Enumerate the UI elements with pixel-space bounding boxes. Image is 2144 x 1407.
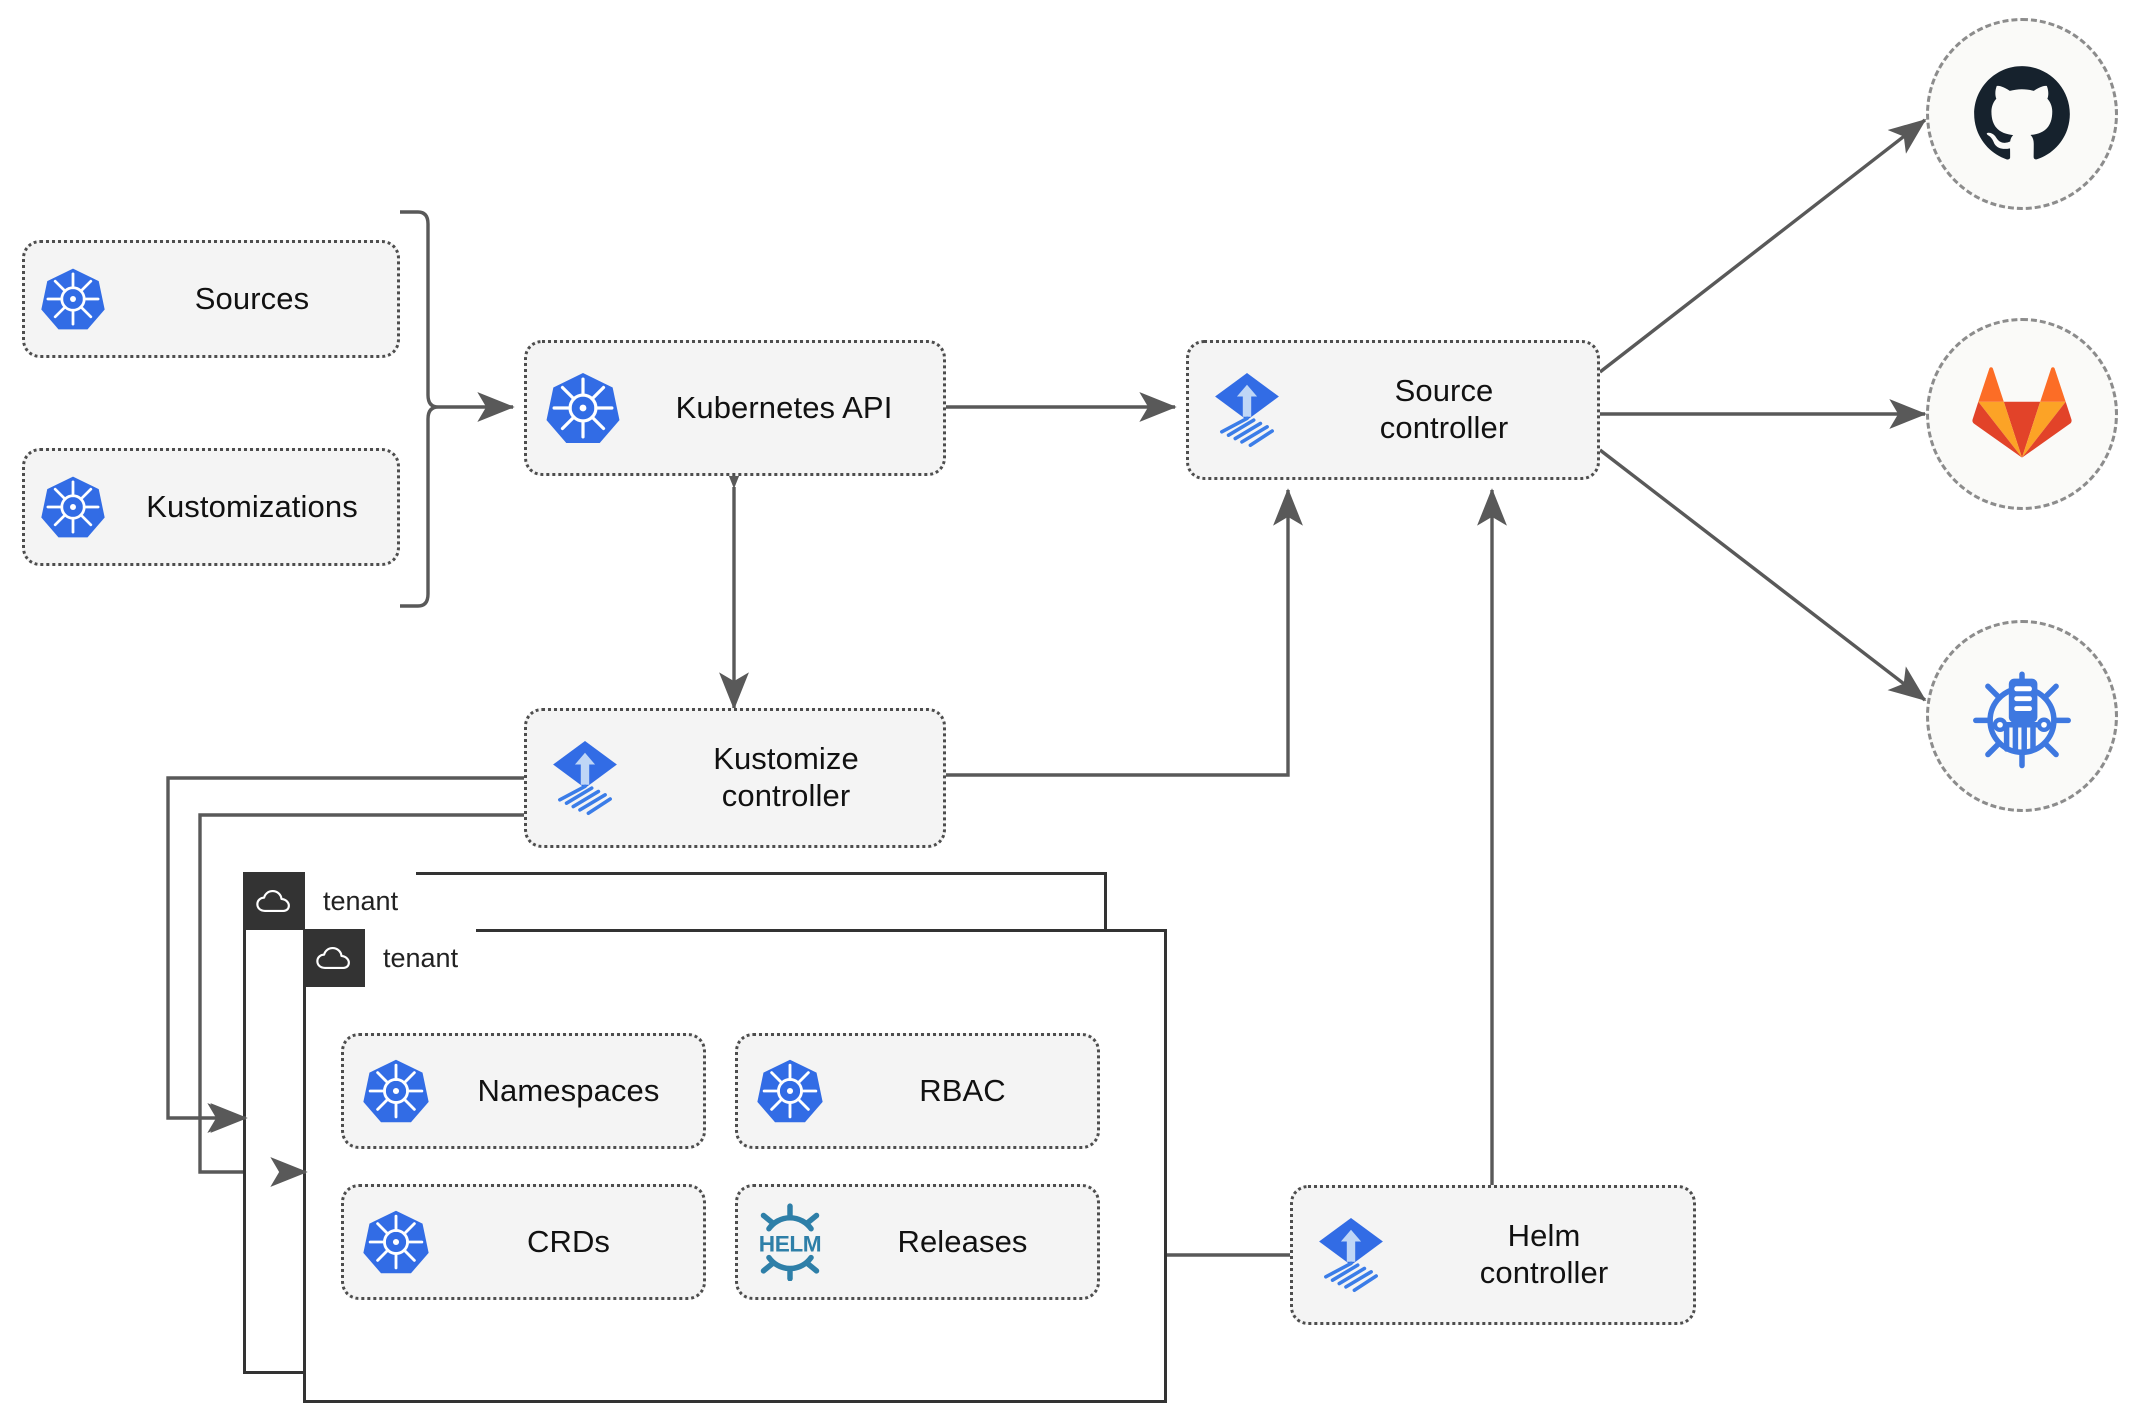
- gitlab-icon: [1972, 367, 2072, 458]
- external-gitlab[interactable]: [1926, 318, 2118, 510]
- node-label-line2: controller: [1379, 410, 1509, 445]
- kubernetes-icon: [738, 1057, 842, 1125]
- wire-sourcectrl-github: [1598, 118, 1927, 374]
- node-helm-controller[interactable]: Helm controller: [1290, 1185, 1696, 1325]
- node-label-line2: controller: [1479, 1255, 1609, 1290]
- tenant-name: tenant: [323, 885, 399, 916]
- node-label-line1: Source: [1394, 373, 1494, 409]
- node-label-line1: Helm: [1507, 1218, 1581, 1254]
- kubernetes-icon: [25, 266, 121, 332]
- node-label: Releases: [897, 1223, 1028, 1259]
- node-crds[interactable]: CRDs: [341, 1184, 706, 1300]
- kubernetes-icon: [25, 474, 121, 540]
- node-label: Sources: [194, 280, 310, 316]
- wire-kustomizectrl-sourcectrl: [945, 488, 1303, 777]
- node-label: Kustomize controller: [643, 741, 943, 814]
- node-rbac[interactable]: RBAC: [735, 1033, 1100, 1149]
- node-namespaces[interactable]: Namespaces: [341, 1033, 706, 1149]
- node-label: Namespaces: [477, 1072, 660, 1108]
- github-icon: [1974, 66, 2070, 160]
- node-label: CRDs: [526, 1223, 611, 1259]
- node-sources[interactable]: Sources: [22, 240, 400, 358]
- node-label-line1: Kustomize: [713, 741, 859, 777]
- flux-icon: [1293, 1213, 1409, 1297]
- helm-registry-icon: [1973, 671, 2071, 769]
- node-label: RBAC: [919, 1072, 1006, 1108]
- wire-kustomizectrl-tenant-outer: [166, 776, 527, 1133]
- cloud-icon: [303, 929, 365, 987]
- node-releases[interactable]: HELM Releases: [735, 1184, 1100, 1300]
- external-github[interactable]: [1926, 18, 2118, 210]
- node-label-line2: controller: [721, 778, 851, 813]
- flux-icon: [527, 736, 643, 820]
- cloud-icon: [243, 872, 305, 930]
- node-label: Kubernetes API: [675, 389, 893, 425]
- tenant-container-inner[interactable]: tenant: [303, 929, 1167, 1403]
- flux-icon: [1189, 368, 1305, 452]
- external-helm-registry[interactable]: [1926, 620, 2118, 812]
- tenant-name: tenant: [383, 942, 459, 973]
- kubernetes-icon: [344, 1057, 448, 1125]
- node-source-controller[interactable]: Source controller: [1186, 340, 1600, 480]
- node-label: Kustomizations: [146, 488, 358, 524]
- tenant-header: tenant: [243, 872, 417, 930]
- node-kustomizations[interactable]: Kustomizations: [22, 448, 400, 566]
- helm-icon: HELM: [738, 1203, 842, 1281]
- node-label: Helm controller: [1409, 1218, 1693, 1291]
- tenant-header: tenant: [303, 929, 477, 987]
- wire-sourcectrl-registry: [1598, 448, 1927, 702]
- kubernetes-icon: [527, 370, 639, 446]
- node-label: Source controller: [1305, 373, 1597, 446]
- kubernetes-icon: [344, 1208, 448, 1276]
- svg-text:HELM: HELM: [759, 1231, 822, 1256]
